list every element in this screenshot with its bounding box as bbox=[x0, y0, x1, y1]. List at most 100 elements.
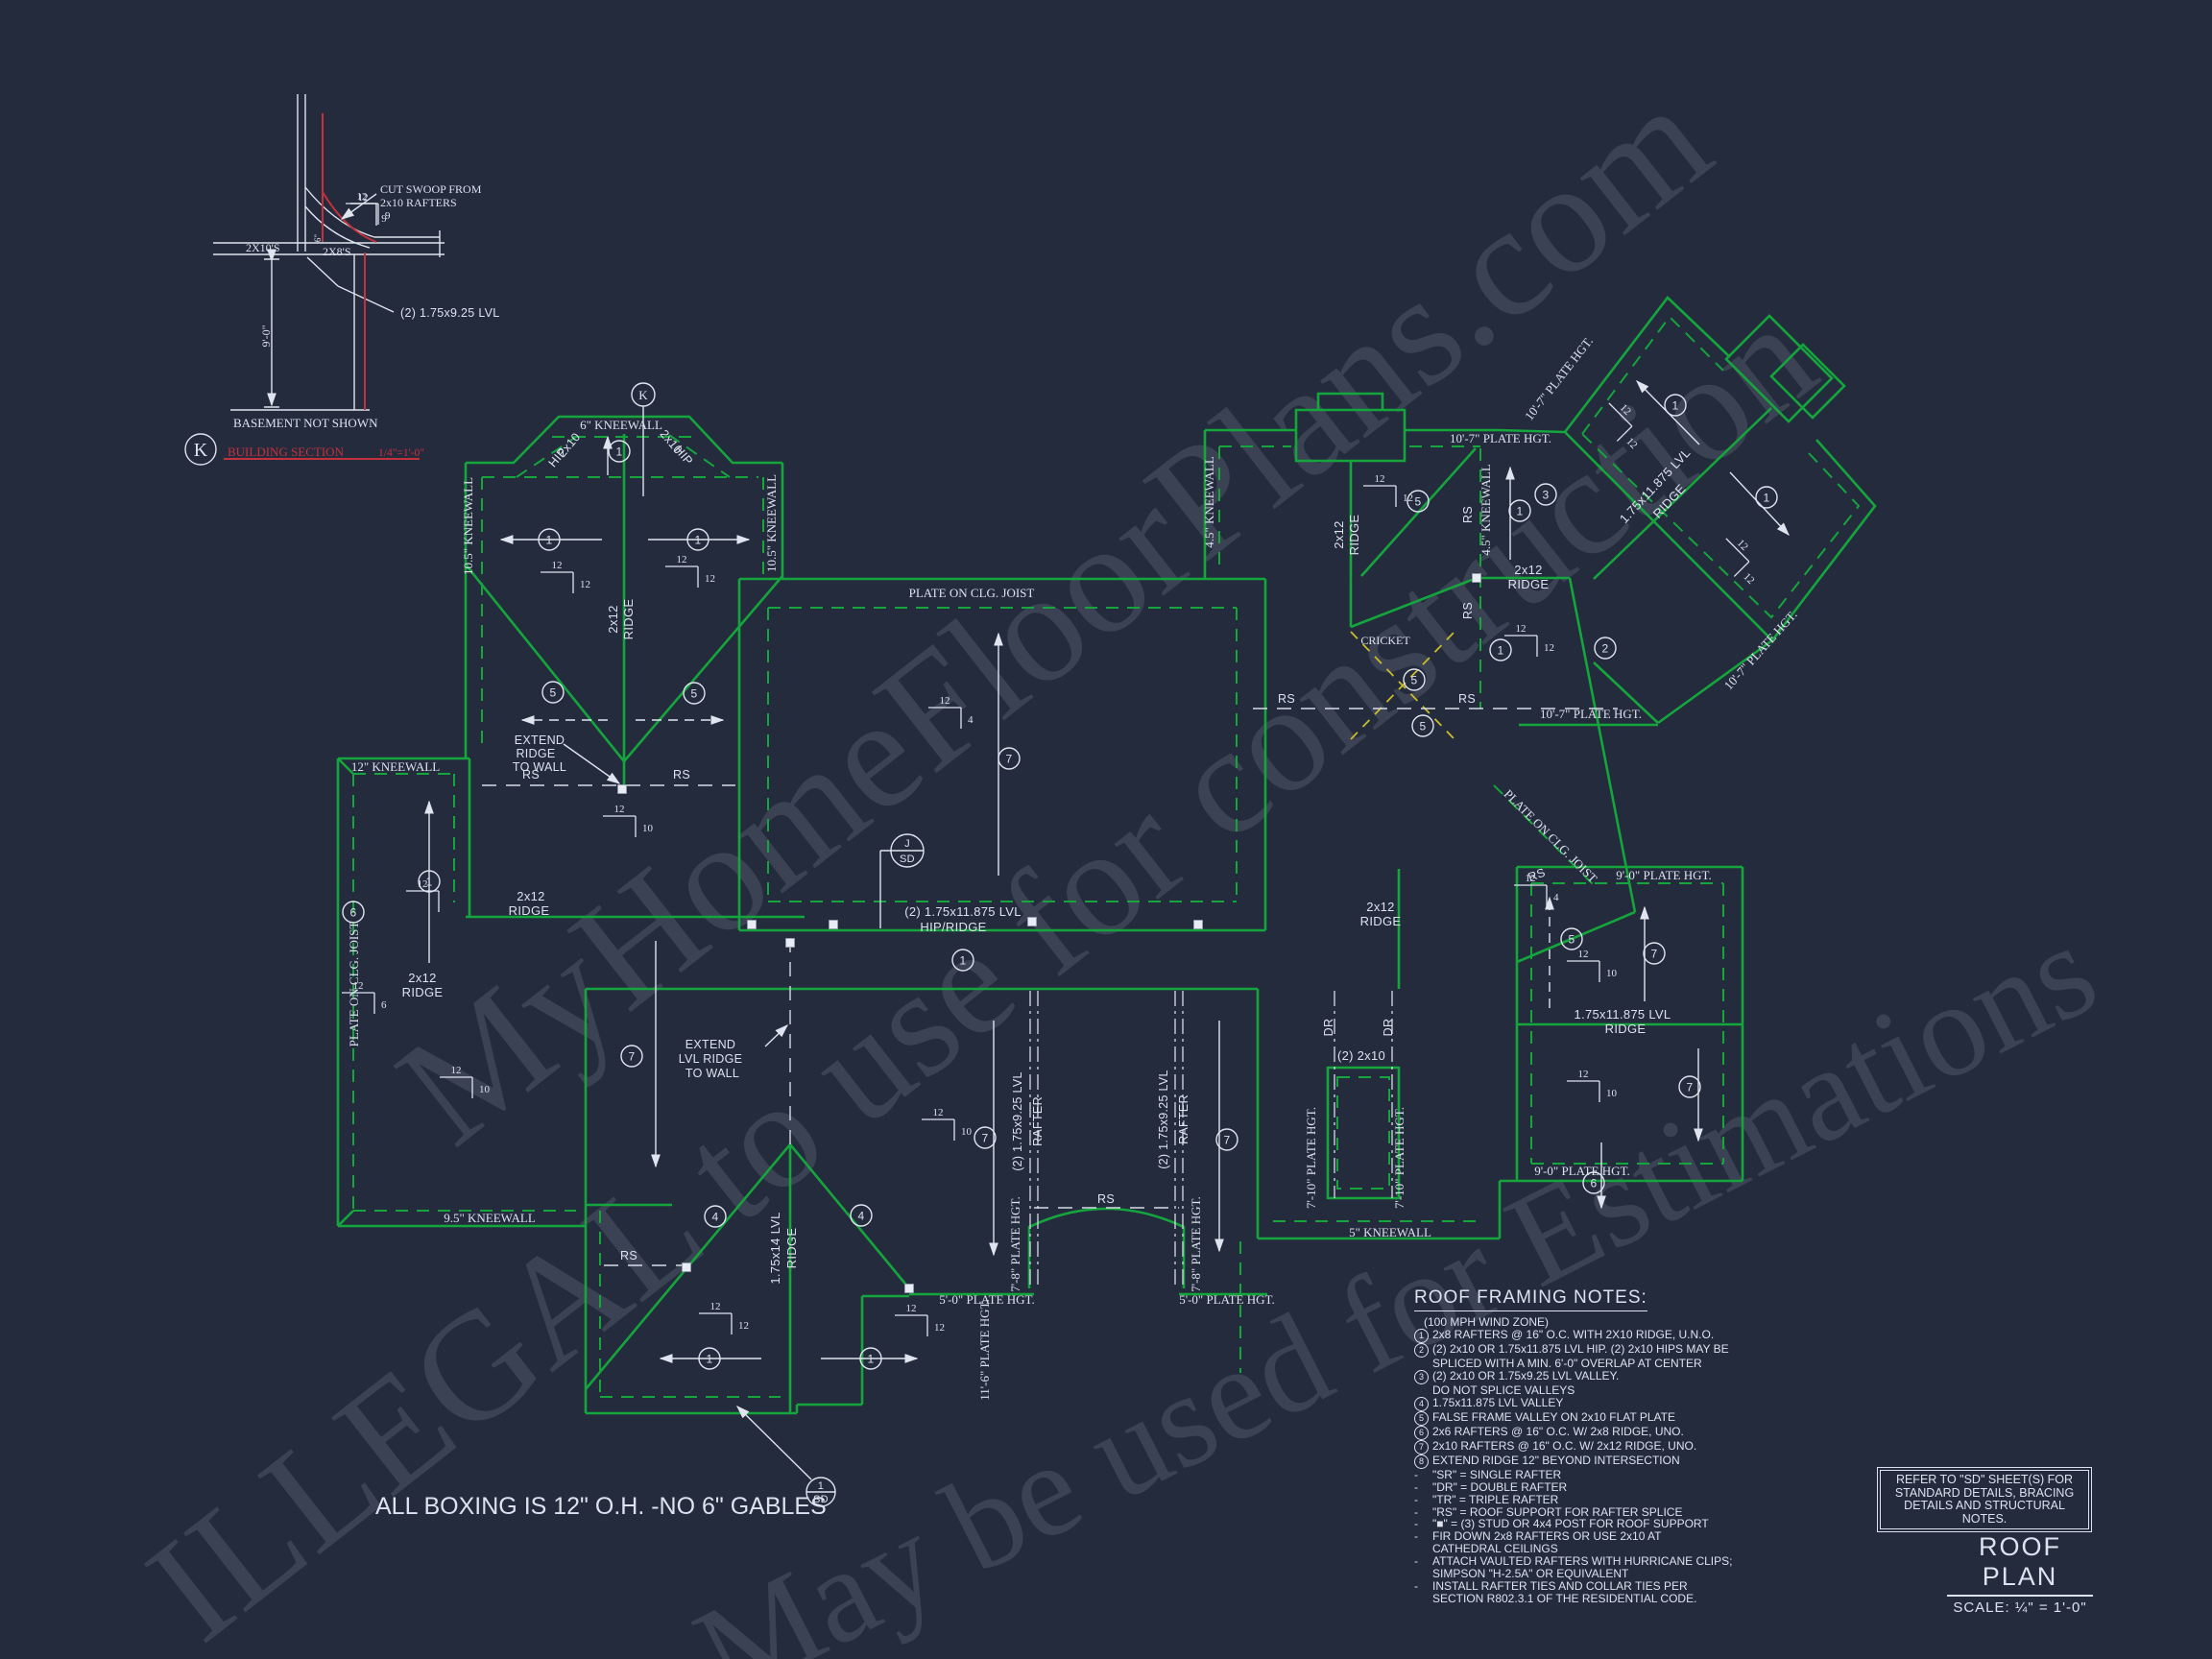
roof-support-post bbox=[904, 1284, 914, 1293]
plan-label: CRICKET bbox=[1360, 634, 1410, 647]
pitch-tick bbox=[1733, 561, 1750, 577]
keynote-number: 5 bbox=[550, 686, 557, 700]
keynote-number: 5 bbox=[1415, 495, 1422, 509]
keynote-circle bbox=[951, 949, 974, 972]
keynote-number: 7 bbox=[1687, 1081, 1694, 1094]
callout-jsd-top: J bbox=[904, 838, 910, 850]
plan-label: 9.5" KNEEWALL bbox=[444, 1211, 536, 1225]
detail-callout-1sd bbox=[805, 1477, 836, 1507]
keynote-circle bbox=[698, 1347, 721, 1370]
note-text: 2x8 RAFTERS @ 16" O.C. WITH 2X10 RIDGE, … bbox=[1432, 1328, 1715, 1341]
pitch-marker: 124 bbox=[928, 695, 974, 729]
plan-label: (2) 1.75x9.25 LVL bbox=[1011, 1071, 1024, 1171]
note-text: ATTACH VAULTED RAFTERS WITH HURRICANE CL… bbox=[1432, 1554, 1733, 1569]
keynote-number: 4 bbox=[712, 1211, 719, 1224]
plan-label: RS bbox=[1461, 602, 1475, 619]
pitch-run: 6 bbox=[381, 999, 387, 1011]
plan-label: 7'-8" PLATE HGT. bbox=[1189, 1196, 1203, 1291]
keynote-circle bbox=[1403, 668, 1426, 691]
plan-label: RIDGE bbox=[784, 1228, 799, 1269]
section-red-lines bbox=[224, 113, 420, 460]
keynote-circle bbox=[538, 528, 561, 551]
plan-label: 10.5" KNEEWALL bbox=[461, 477, 475, 575]
note-text: "TR" = TRIPLE RAFTER bbox=[1432, 1492, 1559, 1506]
detail-callout-jsd bbox=[890, 833, 925, 868]
refer-box: REFER TO "SD" SHEET(S) FOR STANDARD DETA… bbox=[1877, 1467, 2092, 1532]
plan-label: EXTEND bbox=[685, 1038, 736, 1051]
plan-label: RS bbox=[1097, 1192, 1115, 1206]
pitch-run: 12 bbox=[1741, 571, 1756, 587]
keynote-number: 7 bbox=[982, 1132, 989, 1145]
plan-label: 2x12 bbox=[517, 889, 544, 903]
keynote-circle bbox=[1489, 638, 1512, 661]
plan-label: (2) 2x10 bbox=[1337, 1048, 1385, 1063]
plan-label: 2x12 bbox=[1332, 520, 1346, 548]
keynote-number: 7 bbox=[1651, 948, 1658, 961]
note-text: "RS" = ROOF SUPPORT FOR RAFTER SPLICE bbox=[1432, 1504, 1683, 1519]
keynote-number: 1 bbox=[707, 1353, 713, 1366]
pitch-run: 12 bbox=[705, 573, 715, 585]
cricket-lines bbox=[1350, 631, 1455, 740]
plan-label: 9'-0" PLATE HGT. bbox=[1616, 868, 1711, 882]
keynote-number: 1 bbox=[1764, 492, 1770, 505]
refer-line-1: REFER TO "SD" SHEET(S) FOR bbox=[1895, 1473, 2074, 1486]
note-marker: - bbox=[1414, 1479, 1418, 1494]
pitch-run: 12 bbox=[934, 1322, 945, 1334]
note-text: INSTALL RAFTER TIES AND COLLAR TIES PER bbox=[1432, 1578, 1688, 1593]
pitch-rise: 12 bbox=[1618, 402, 1633, 418]
pitch-marker: 124 bbox=[1514, 873, 1559, 906]
plan-label: 5'-0" PLATE HGT. bbox=[1179, 1292, 1274, 1307]
plan-label: PLATE ON CLG. JOIST bbox=[347, 922, 361, 1047]
keynote-number: 1 bbox=[868, 1353, 875, 1366]
plan-label: RIDGE bbox=[1360, 914, 1402, 928]
plan-label: 10'-7" PLATE HGT. bbox=[1522, 334, 1596, 423]
plan-label: RIDGE bbox=[516, 747, 555, 760]
plan-label: TO WALL bbox=[685, 1067, 739, 1080]
keynote-circle bbox=[683, 682, 706, 705]
roof-support-post bbox=[682, 1262, 691, 1272]
keynote-circle bbox=[608, 440, 631, 463]
note-item: DO NOT SPLICE VALLEYS bbox=[1414, 1384, 1752, 1397]
plan-label: RS bbox=[620, 1249, 637, 1262]
note-marker: - bbox=[1414, 1517, 1418, 1531]
keynote-circle bbox=[1582, 1171, 1605, 1194]
keynote-circle bbox=[1411, 714, 1434, 737]
sheet-scale: SCALE: ¼" = 1'-0" bbox=[1953, 1599, 2087, 1616]
plan-label: 2x12 bbox=[1514, 563, 1542, 577]
pitch-rise: 12 bbox=[940, 695, 950, 707]
note-text: (2) 2x10 OR 1.75x11.875 LVL HIP. (2) 2x1… bbox=[1432, 1342, 1729, 1356]
plan-label: 6" KNEEWALL bbox=[580, 418, 662, 432]
keynote-number: 5 bbox=[1420, 720, 1427, 733]
plan-label: TO WALL bbox=[513, 760, 566, 774]
note-marker: 5 bbox=[1414, 1410, 1432, 1426]
pitch-rise: 12 bbox=[1578, 1069, 1589, 1080]
keynote-circle bbox=[850, 1204, 873, 1227]
plan-label: 6" bbox=[313, 234, 323, 243]
keynote-number: 1 bbox=[546, 534, 553, 547]
refer-line-2: STANDARD DETAILS, BRACING bbox=[1894, 1485, 2075, 1500]
plan-label: RIDGE bbox=[1508, 577, 1550, 591]
plan-label: 12 bbox=[358, 192, 369, 204]
keynote-number: 4 bbox=[858, 1210, 865, 1223]
plan-label: 2x10 RAFTERS bbox=[380, 196, 457, 209]
note-marker: - bbox=[1414, 1529, 1418, 1544]
plan-label: BUILDING SECTION bbox=[228, 445, 345, 459]
keynote-number: 2 bbox=[1602, 642, 1609, 656]
plan-label: RS bbox=[673, 768, 690, 781]
pitch-run: 10 bbox=[642, 823, 654, 834]
keynote-number: 7 bbox=[1224, 1134, 1231, 1147]
note-text: EXTEND RIDGE 12" BEYOND INTERSECTION bbox=[1432, 1453, 1680, 1467]
pitch-rise: 12 bbox=[1526, 873, 1536, 884]
sheet-title: ROOF PLAN bbox=[1947, 1532, 2093, 1597]
keynote-circle bbox=[1643, 942, 1666, 965]
